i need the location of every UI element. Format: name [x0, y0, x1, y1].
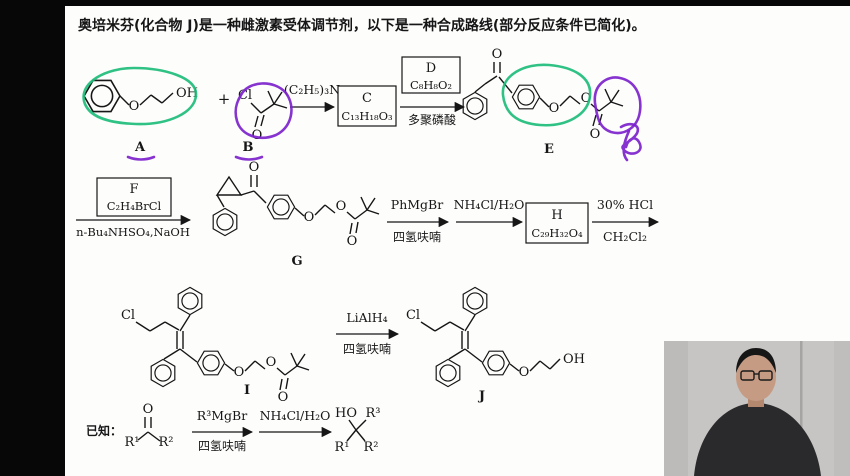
reaction-arrow-4: PhMgBr 四氢呋喃 [387, 197, 450, 244]
purple-circle-fragment-e [593, 76, 642, 135]
reaction-arrow-1: (C₂H₅)₃N [284, 82, 340, 113]
problem-statement: 奥培米芬(化合物 J)是一种雌激素受体调节剂，以下是一种合成路线(部分反应条件已… [78, 18, 646, 34]
known-reaction: 已知： R¹ O R² R³MgBr 四氢呋喃 NH₄Cl/H₂O HO R³ … [86, 402, 381, 455]
presenter-head [736, 353, 776, 401]
presenter-glasses [740, 370, 773, 381]
formula-d: C₈H₈O₂ [410, 78, 452, 92]
compound-label-d: D [426, 61, 436, 76]
solvent-thf: 四氢呋喃 [393, 229, 441, 244]
compound-label-b: B [243, 140, 254, 155]
formula-c: C₁₃H₁₈O₃ [341, 109, 393, 123]
atom-o: O [519, 365, 530, 380]
atom-o: O [347, 234, 358, 249]
compound-label-c: C [362, 91, 372, 106]
formula-h: C₂₉H₃₂O₄ [531, 226, 583, 240]
wall-seam [800, 341, 803, 476]
compound-label-i: I [244, 383, 250, 398]
webcam-overlay [664, 341, 850, 476]
atom-o: O [143, 402, 154, 417]
atom-o: O [492, 47, 503, 62]
atom-o: O [304, 210, 315, 225]
atom-cl: Cl [406, 308, 420, 323]
atom-o: O [129, 99, 140, 114]
purple-scribble [619, 122, 642, 162]
atom-o: O [278, 390, 289, 405]
wall-panel [664, 341, 688, 476]
reagent-nh4cl: NH₄Cl/H₂O [454, 197, 525, 212]
benzene-ring [266, 194, 296, 220]
presenter-body [694, 403, 821, 476]
box-compound-h: H C₂₉H₃₂O₄ [525, 202, 589, 244]
reaction-arrow-3: F C₂H₄BrCl n-Bu₄NHSO₄,NaOH [76, 177, 192, 239]
compound-label-a: A [134, 140, 146, 155]
reaction-arrow-6: 30% HCl CH₂Cl₂ [592, 197, 660, 244]
benzene-ring [212, 207, 238, 237]
green-circle-fragment-a [82, 66, 198, 126]
compound-label-f: F [129, 182, 138, 197]
atom-ho: HO [335, 406, 357, 421]
reagent-lialh4: LiAlH₄ [346, 310, 387, 325]
benzene-ring [511, 84, 541, 110]
benzene-ring [196, 350, 226, 376]
wall-panel [834, 341, 850, 476]
reagent-hcl: 30% HCl [597, 197, 653, 212]
reagent-r3mgbr: R³MgBr [197, 408, 247, 423]
structure-g: O O O O G [212, 160, 380, 269]
atom-o: O [590, 127, 601, 142]
group-r2: R² [364, 440, 379, 455]
benzene-ring [462, 91, 488, 121]
purple-underline-a [126, 155, 156, 161]
atom-o: O [234, 365, 245, 380]
benzene-ring [435, 358, 461, 388]
atom-cl: Cl [121, 308, 135, 323]
reagent-phmgbr: PhMgBr [391, 197, 443, 212]
group-r3: R³ [366, 406, 381, 421]
benzene-ring [150, 358, 176, 388]
atom-o: O [266, 355, 277, 370]
structure-j: Cl O OH J [406, 286, 585, 404]
plus-sign: + [218, 90, 231, 108]
reaction-arrow-2: D C₈H₈O₂ 多聚磷酸 [400, 56, 466, 127]
presenter-video [664, 341, 850, 476]
reagent-triethylamine: (C₂H₅)₃N [284, 82, 340, 97]
benzene-ring [481, 350, 511, 376]
benzene-ring [177, 286, 203, 316]
benzene-ring [462, 286, 488, 316]
group-r1: R¹ [335, 440, 350, 455]
purple-circle-fragment-b [234, 82, 293, 140]
structure-i: Cl O O O I [121, 286, 310, 405]
compound-label-j: J [478, 389, 485, 404]
atom-o: O [249, 160, 260, 175]
known-label: 已知： [86, 423, 122, 438]
reaction-arrow-7: LiAlH₄ 四氢呋喃 [336, 310, 400, 356]
group-r1: R¹ [125, 435, 140, 450]
formula-f: C₂H₄BrCl [107, 199, 162, 213]
group-r2: R² [159, 435, 174, 450]
reaction-arrow-5: NH₄Cl/H₂O [454, 197, 525, 228]
atom-o: O [336, 199, 347, 214]
compound-label-g: G [291, 254, 302, 269]
atom-o: O [549, 101, 560, 116]
reagent-nh4cl: NH₄Cl/H₂O [260, 408, 331, 423]
box-compound-c: C C₁₃H₁₈O₃ [337, 85, 397, 127]
atom-oh: OH [563, 352, 585, 367]
teacher-annotations [82, 63, 642, 162]
structure-a: O OH A [83, 79, 198, 155]
reagent-polyphosphoric-acid: 多聚磷酸 [408, 112, 456, 127]
atom-oh: OH [176, 86, 198, 101]
atom-o: O [252, 128, 263, 143]
reagent-phase-transfer: n-Bu₄NHSO₄,NaOH [76, 225, 190, 239]
green-circle-fragment-e [501, 63, 592, 127]
purple-underline-b [234, 155, 264, 161]
presenter-hair [736, 348, 776, 373]
solvent-thf: 四氢呋喃 [343, 341, 391, 356]
atom-o: O [581, 91, 592, 106]
compound-label-h: H [551, 208, 562, 223]
compound-label-e: E [544, 142, 554, 157]
solvent-dcm: CH₂Cl₂ [603, 229, 647, 244]
solvent-thf: 四氢呋喃 [198, 438, 246, 453]
structure-b: Cl O B [238, 88, 288, 155]
